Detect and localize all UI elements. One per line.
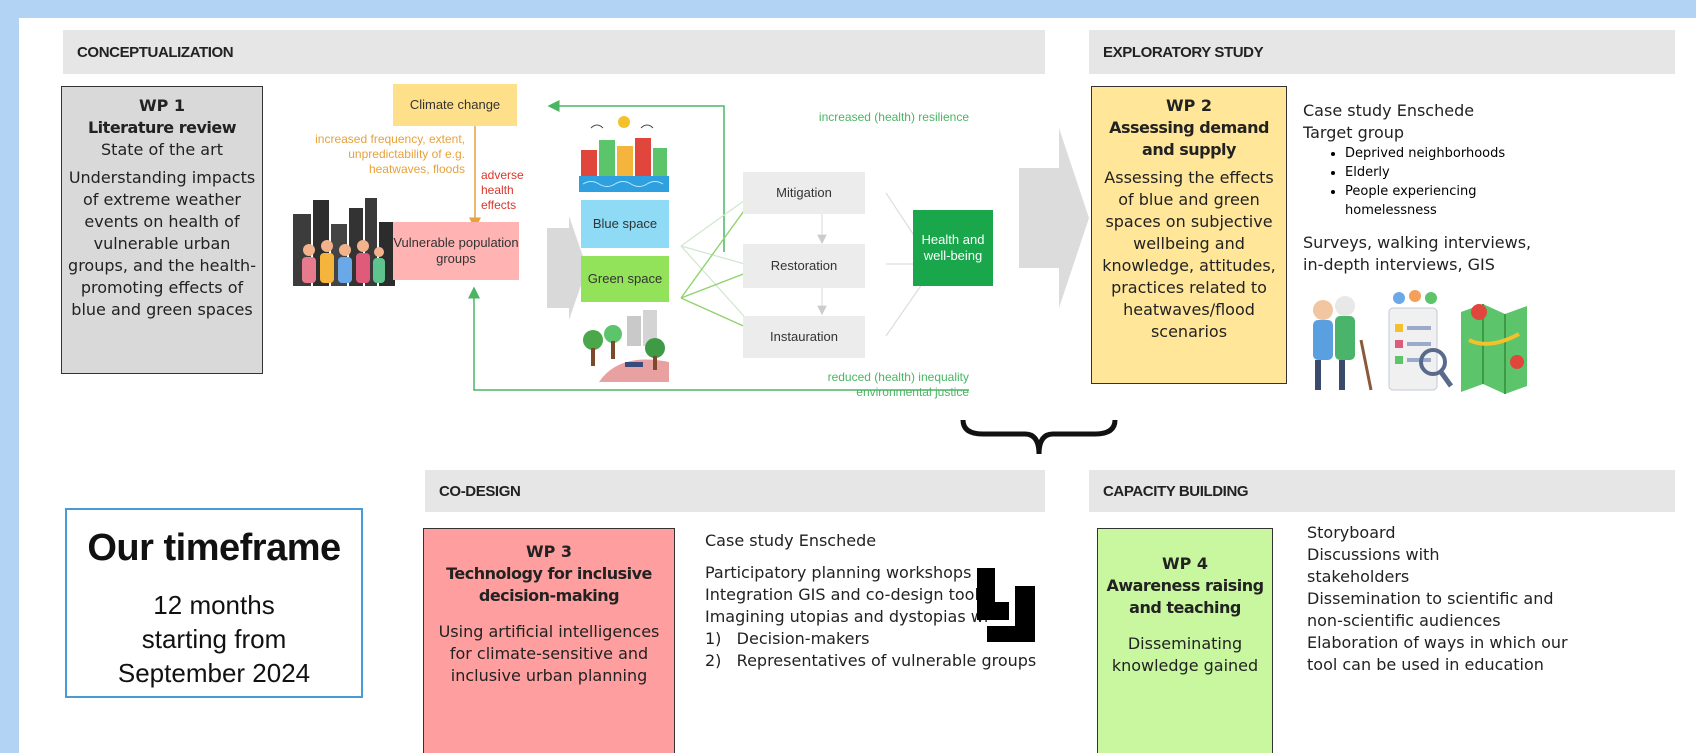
codesign-line1: Participatory planning workshops — [705, 563, 972, 582]
inequality-loop — [468, 286, 969, 391]
research-methods-icons — [1313, 290, 1527, 394]
section-capacity-building: CAPACITY BUILDING — [1089, 470, 1675, 512]
wp4-box: WP 4 Awareness raising and teaching Diss… — [1097, 528, 1273, 753]
target-group-list: Deprived neighborhoods Elderly People ex… — [1303, 144, 1563, 220]
list-item: People experiencing homelessness — [1345, 182, 1563, 220]
reduced-inequality-label: reduced (health) inequality — [827, 370, 969, 384]
codesign-line2: Integration GIS and co-design tools — [705, 585, 988, 604]
codesign-item-2: 2) Representatives of vulnerable groups — [705, 651, 1037, 670]
increased-resilience-label: increased (health) resilience — [818, 110, 969, 124]
section-exploratory-study: EXPLORATORY STUDY — [1089, 30, 1675, 74]
exploratory-target-group: Target group — [1303, 123, 1405, 142]
wp4-number: WP 4 — [1161, 554, 1209, 573]
increased-frequency-label: increased frequency, extent, unpredictab… — [315, 132, 465, 176]
park-icon — [583, 310, 669, 382]
wp1-description: Understanding impacts of extreme weather… — [68, 168, 256, 319]
wp2-number: WP 2 — [1165, 96, 1213, 115]
health-wellbeing-node: Health and well-being — [913, 210, 993, 286]
wp4-title: Awareness raising and teaching — [1106, 576, 1264, 617]
exploratory-case-study: Case study Enschede — [1303, 101, 1475, 120]
timeframe-title: Our timeframe — [87, 527, 341, 569]
resilience-loop — [547, 100, 725, 252]
vulnerable-groups-node: Vulnerable population groups — [393, 222, 519, 280]
list-item: Deprived neighborhoods — [1345, 144, 1563, 163]
adverse-health-label: adverse health effects — [481, 168, 524, 212]
timeframe-box: Our timeframe 12 months starting from Se… — [65, 508, 363, 698]
timeframe-line1: 12 months — [153, 590, 275, 620]
wp3-box: WP 3 Technology for inclusive decision-m… — [423, 528, 675, 753]
climate-change-node: Climate change — [393, 84, 517, 126]
green-space-node: Green space — [581, 256, 669, 302]
wp3-number: WP 3 — [525, 542, 573, 561]
wp1-box: WP 1 Literature review State of the art … — [61, 86, 263, 374]
figure-frame: CONCEPTUALIZATION EXPLORATORY STUDY CO-D… — [19, 18, 1696, 753]
capacity-line3: Dissemination to scientific and non-scie… — [1307, 589, 1554, 630]
wp2-description: Assessing the effects of blue and green … — [1102, 168, 1276, 341]
capacity-line2: Discussions with stakeholders — [1307, 545, 1440, 586]
instauration-node: Instauration — [743, 316, 865, 358]
university-logo-icon — [977, 568, 1035, 642]
conceptual-diagram — [468, 100, 969, 391]
curly-brace — [960, 419, 1118, 455]
timeframe-line2: starting from — [141, 624, 287, 654]
wp3-description: Using artificial intelligences for clima… — [438, 622, 660, 685]
capacity-text: Storyboard Discussions with stakeholders… — [1307, 522, 1667, 676]
restoration-node: Restoration — [743, 244, 865, 288]
codesign-case-study: Case study Enschede — [705, 531, 877, 550]
section-co-design: CO-DESIGN — [425, 470, 1045, 512]
section-conceptualization: CONCEPTUALIZATION — [63, 30, 1045, 74]
wp2-title: Assessing demand and supply — [1109, 118, 1269, 159]
wp1-subtitle: State of the art — [101, 140, 223, 159]
codesign-item-1: 1) Decision-makers — [705, 629, 870, 648]
timeframe-line3: September 2024 — [117, 658, 311, 688]
list-item: Elderly — [1345, 163, 1563, 182]
blue-space-node: Blue space — [581, 200, 669, 248]
environmental-justice-label: environmental justice — [856, 385, 969, 399]
wp1-title: Literature review — [87, 118, 237, 137]
city-people-icon — [293, 198, 395, 286]
mitigation-node: Mitigation — [743, 172, 865, 214]
wp2-box: WP 2 Assessing demand and supply Assessi… — [1091, 86, 1287, 384]
flow-arrow-exploratory — [1019, 128, 1089, 308]
capacity-line4: Elaboration of ways in which our tool ca… — [1307, 633, 1568, 674]
wp1-number: WP 1 — [138, 96, 186, 115]
wp4-description: Disseminating knowledge gained — [1111, 634, 1259, 675]
exploratory-methods: Surveys, walking interviews, in-depth in… — [1303, 233, 1532, 274]
waterfront-city-icon — [579, 116, 669, 192]
wp3-title: Technology for inclusive decision-making — [446, 564, 652, 605]
capacity-line1: Storyboard — [1307, 523, 1396, 542]
codesign-line3: Imagining utopias and dystopias wi — [705, 607, 989, 626]
